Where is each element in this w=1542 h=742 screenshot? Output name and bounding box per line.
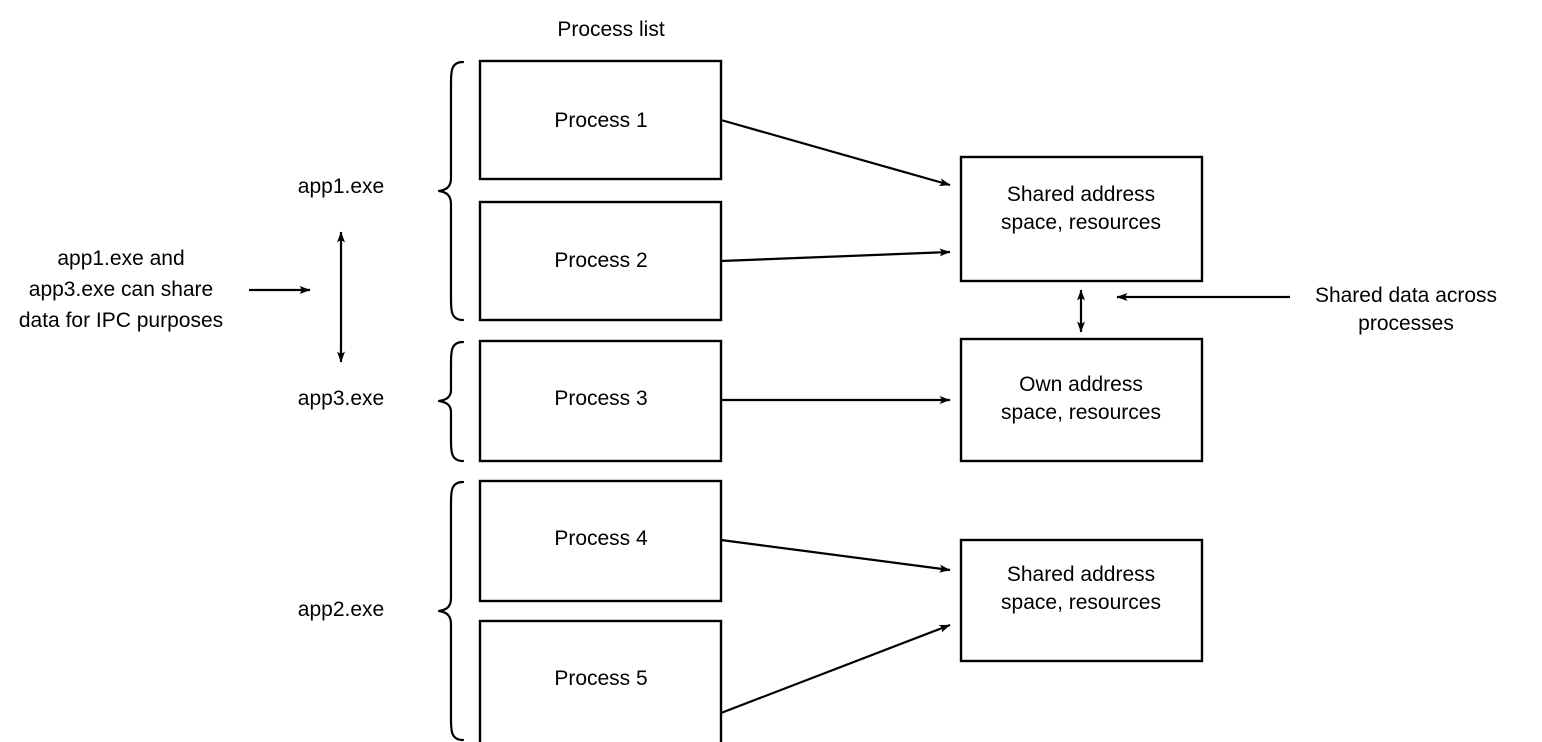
memory-box-shared-1-line2: space, resources	[1001, 211, 1161, 234]
app-label-app2: app2.exe	[298, 598, 384, 621]
memory-box-shared-2-line2: space, resources	[1001, 591, 1161, 614]
ipc-label-line3: data for IPC purposes	[19, 309, 223, 332]
process-box-5-rect	[478, 619, 723, 742]
arrow-process1-to-shared1	[720, 118, 951, 187]
process-box-3[interactable]: Process 3	[478, 339, 723, 463]
memory-box-shared-1[interactable]: Shared address space, resources	[959, 155, 1204, 283]
page-title: Process list	[557, 18, 665, 41]
process-box-1-label: Process 1	[554, 109, 647, 132]
memory-box-own[interactable]: Own address space, resources	[959, 337, 1204, 463]
app-label-app3: app3.exe	[298, 387, 384, 410]
memory-box-own-rect	[959, 337, 1204, 463]
app-label-app1: app1.exe	[298, 175, 384, 198]
process-box-3-label: Process 3	[554, 387, 647, 410]
process-box-2-label: Process 2	[554, 249, 647, 272]
memory-box-shared-2-line1: Shared address	[1007, 563, 1155, 586]
memory-box-shared-2[interactable]: Shared address space, resources	[959, 538, 1204, 663]
arrow-process2-to-shared1	[720, 248, 951, 263]
brace-app2	[437, 480, 465, 742]
process-box-1-rect	[478, 59, 723, 181]
memory-box-own-line2: space, resources	[1001, 401, 1161, 424]
process-box-4[interactable]: Process 4	[478, 479, 723, 603]
process-box-1[interactable]: Process 1	[478, 59, 723, 181]
process-box-4-rect	[478, 479, 723, 603]
process-box-5[interactable]: Process 5	[478, 619, 723, 742]
process-box-4-label: Process 4	[554, 527, 648, 550]
shared-data-label-line2: processes	[1358, 312, 1454, 335]
memory-box-shared-2-rect	[959, 538, 1204, 663]
brace-app3	[437, 340, 465, 463]
ipc-label-line2: app3.exe can share	[29, 278, 213, 301]
shared-data-label-line1: Shared data across	[1315, 284, 1497, 307]
process-box-2-rect	[478, 200, 723, 322]
memory-box-shared-1-rect	[959, 155, 1204, 283]
arrow-process4-to-shared2	[720, 538, 951, 573]
brace-app1	[437, 60, 465, 322]
process-box-5-label: Process 5	[554, 667, 647, 690]
process-box-2[interactable]: Process 2	[478, 200, 723, 322]
memory-box-own-line1: Own address	[1019, 373, 1143, 396]
memory-box-shared-1-line1: Shared address	[1007, 183, 1155, 206]
arrow-process5-to-shared2	[720, 623, 951, 715]
process-box-3-rect	[478, 339, 723, 463]
ipc-label-line1: app1.exe and	[57, 247, 184, 270]
